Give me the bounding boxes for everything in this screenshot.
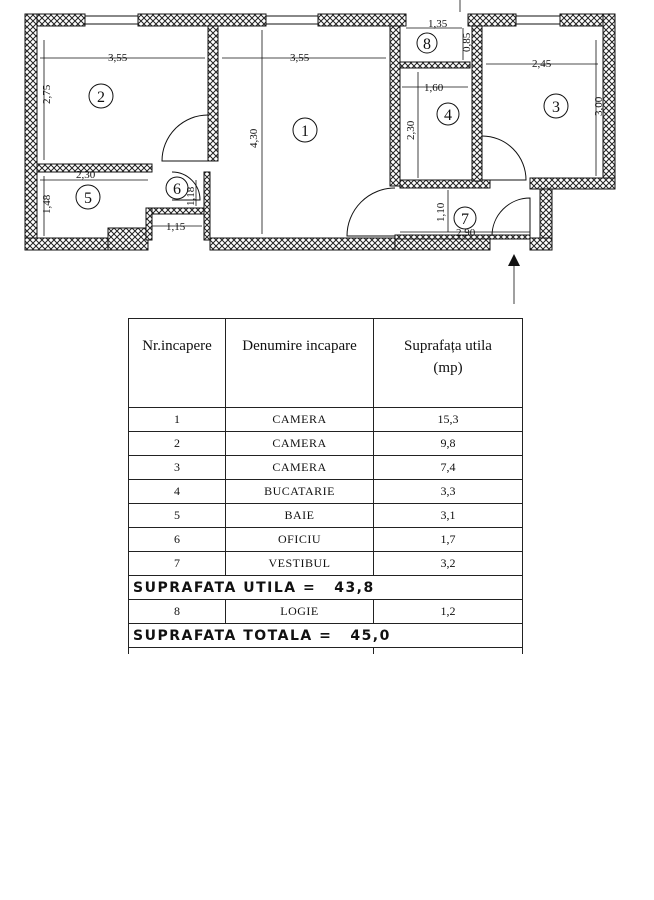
room-name-cell: OFICIU: [225, 527, 374, 552]
room-3-label: 3: [552, 99, 560, 116]
room-name-cell: CAMERA: [225, 407, 374, 432]
header-usable-area: Suprafața utila (mp): [373, 318, 523, 408]
dim-r8-height: 0,85: [461, 32, 473, 52]
dim-r6-width: 1,15: [166, 221, 186, 233]
tail-cell-right: [373, 647, 523, 654]
dim-r2-height: 2,75: [41, 84, 53, 104]
total-area: SUPRAFATA TOTALA = 45,0: [128, 623, 523, 648]
dim-r1-width: 3,55: [290, 52, 310, 64]
interior-walls: [36, 25, 531, 241]
total-area-label: SUPRAFATA TOTALA =: [133, 627, 333, 644]
table-header-row: Nr.incapere Denumire incapare Suprafața …: [128, 318, 523, 408]
table-row: 6 OFICIU 1,7: [128, 527, 523, 552]
room-2-label: 2: [97, 89, 105, 106]
dim-r4-width: 1,60: [424, 82, 444, 94]
usable-area-total: SUPRAFATA UTILA = 43,8: [128, 575, 523, 600]
room-number-cell: 6: [128, 527, 226, 552]
dim-r6-height: 1,18: [185, 186, 197, 206]
room-number-cell: 5: [128, 503, 226, 528]
dimension-labels: 3,55 2,75 3,55 4,30 2,45 3,00 1,60 2,30 …: [41, 18, 605, 239]
room-area-cell: 1,7: [373, 527, 523, 552]
table-row: 8 LOGIE 1,2: [128, 599, 523, 624]
header-usable-area-label: Suprafața utila: [404, 338, 492, 354]
room-number-cell: 1: [128, 407, 226, 432]
entrance-arrow-icon: [508, 254, 520, 266]
dim-r1-height: 4,30: [248, 128, 260, 148]
room-area-cell: 1,2: [373, 599, 523, 624]
room-numbers: [75, 32, 569, 230]
header-room-number: Nr.incapere: [128, 318, 226, 408]
tail-cell-left: [128, 647, 374, 654]
usable-area-total-row: SUPRAFATA UTILA = 43,8: [128, 575, 523, 600]
room-number-cell: 4: [128, 479, 226, 504]
dim-r3-height: 3,00: [593, 96, 605, 116]
exterior-walls: [24, 13, 616, 251]
room-number-cell: 7: [128, 551, 226, 576]
room-number-cell: 3: [128, 455, 226, 480]
room-1-label: 1: [301, 123, 309, 140]
dim-r5-width: 2,30: [76, 169, 96, 181]
room-name-cell: CAMERA: [225, 431, 374, 456]
room-name-cell: BAIE: [225, 503, 374, 528]
table-row: 2 CAMERA 9,8: [128, 431, 523, 456]
room-5-label: 5: [84, 190, 92, 207]
usable-area-label: SUPRAFATA UTILA =: [133, 579, 317, 596]
dim-r2-width: 3,55: [108, 52, 128, 64]
dimension-lines: [40, 0, 598, 304]
room-number-cell: 8: [128, 599, 226, 624]
windows: [84, 15, 561, 25]
room-6-label: 6: [173, 181, 181, 198]
room-name-cell: LOGIE: [225, 599, 374, 624]
room-4-label: 4: [444, 107, 452, 124]
usable-area-value: 43,8: [334, 579, 375, 596]
area-table: Nr.incapere Denumire incapare Suprafața …: [128, 318, 523, 654]
table-row: 7 VESTIBUL 3,2: [128, 551, 523, 576]
room-area-cell: 15,3: [373, 407, 523, 432]
doors: [161, 114, 531, 237]
dim-r7-height: 1,10: [435, 202, 447, 222]
room-name-cell: VESTIBUL: [225, 551, 374, 576]
dim-r7-width: 2,90: [456, 227, 476, 239]
dim-r5-height: 1,48: [41, 194, 53, 214]
room-area-cell: 7,4: [373, 455, 523, 480]
room-number-cell: 2: [128, 431, 226, 456]
total-area-value: 45,0: [350, 627, 391, 644]
dim-r4-height: 2,30: [405, 120, 417, 140]
table-row: 3 CAMERA 7,4: [128, 455, 523, 480]
room-8-label: 8: [423, 36, 431, 53]
room-7-label: 7: [461, 211, 469, 228]
room-area-cell: 3,3: [373, 479, 523, 504]
header-area-unit: (mp): [433, 360, 463, 376]
table-tail-row: [128, 647, 523, 654]
table-row: 1 CAMERA 15,3: [128, 407, 523, 432]
total-area-row: SUPRAFATA TOTALA = 45,0: [128, 623, 523, 648]
floor-plan: 3,55 2,75 3,55 4,30 2,45 3,00 1,60 2,30 …: [24, 0, 616, 304]
table-row: 4 BUCATARIE 3,3: [128, 479, 523, 504]
room-area-cell: 3,1: [373, 503, 523, 528]
room-name-cell: BUCATARIE: [225, 479, 374, 504]
room-area-cell: 9,8: [373, 431, 523, 456]
dim-r8-width: 1,35: [428, 18, 448, 30]
dim-r3-width: 2,45: [532, 58, 552, 70]
room-area-cell: 3,2: [373, 551, 523, 576]
header-room-name: Denumire incapare: [225, 318, 374, 408]
room-name-cell: CAMERA: [225, 455, 374, 480]
table-row: 5 BAIE 3,1: [128, 503, 523, 528]
